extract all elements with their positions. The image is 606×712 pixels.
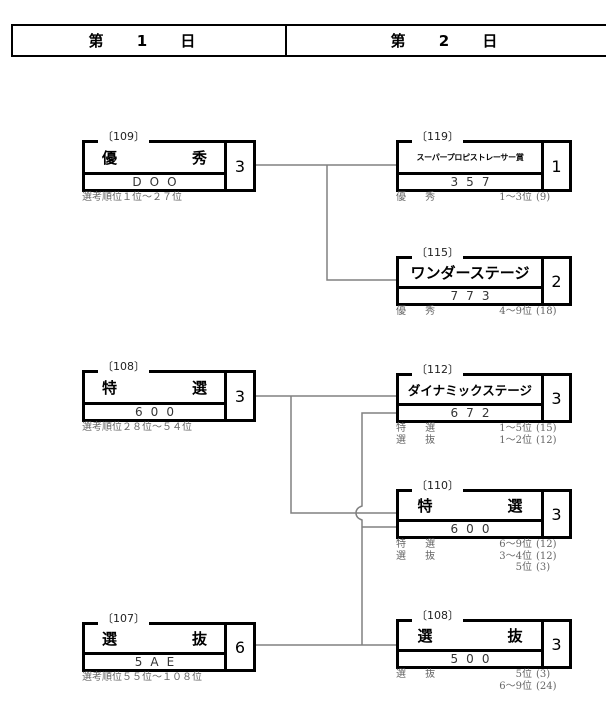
race-score: 3: [234, 386, 246, 406]
race-score: 6: [234, 637, 246, 657]
qualifier-row: 優 秀 1〜3位 (9): [396, 192, 572, 204]
qualifier-class: 優 秀: [396, 306, 444, 317]
race-score: 3: [551, 504, 562, 524]
qualifier-row: 特 選 1〜5位 (15): [396, 423, 572, 435]
race-score: 1: [551, 156, 562, 176]
qualifier-count: (15): [536, 423, 557, 434]
qualifier-class: [396, 562, 456, 574]
selection-note: 選考順位５５位〜１０８位: [82, 672, 202, 683]
race-code: 5AE: [85, 652, 224, 669]
race-code: DOO: [85, 172, 224, 189]
qualifier-count: (12): [536, 434, 557, 446]
qualifier-rank: 6〜9位: [499, 539, 532, 550]
race-name: 選 抜: [102, 630, 238, 648]
qualifier-notes: 特 選 1〜5位 (15) 選 抜 1〜2位 (12): [396, 423, 572, 446]
qualifier-notes: 優 秀 4〜9位 (18): [396, 306, 572, 318]
race-box: 選 抜 5AE 6: [82, 622, 256, 672]
race-name: ダイナミックステージ: [407, 383, 533, 398]
qualifier-row: 特 選 6〜9位 (12): [396, 539, 572, 551]
qualifier-rank: 1〜2位: [499, 434, 532, 446]
race-code: 773: [399, 286, 541, 303]
qualifier-row: 5位 (3): [396, 562, 572, 574]
qualifier-rank: 1〜3位: [499, 192, 532, 203]
race-name: 特 選: [417, 497, 553, 515]
race-box: ワンダーステージ 773 2: [396, 256, 572, 306]
race-number: 〔108〕: [98, 361, 149, 373]
connector-107-up: [355, 412, 396, 645]
qualifier-class: 選 抜: [396, 550, 444, 562]
race-name: 優 秀: [102, 149, 238, 167]
qualifier-rank: 5位: [515, 669, 532, 680]
race-code: 600: [85, 402, 224, 419]
qualifier-notes: 優 秀 1〜3位 (9): [396, 192, 572, 204]
qualifier-row: 選 抜 1〜2位 (12): [396, 435, 572, 447]
connector-109-115: [326, 165, 396, 281]
race-score: 2: [551, 271, 562, 291]
race-number: 〔109〕: [98, 131, 149, 143]
race-code: 672: [399, 403, 541, 420]
race-box: 特 選 600 3: [82, 370, 256, 422]
qualifier-count: (3): [536, 562, 551, 573]
qualifier-count: (12): [536, 550, 557, 562]
selection-note: 選考順位２８位〜５４位: [82, 422, 192, 433]
qualifier-class: 選 抜: [396, 669, 444, 680]
race-score: 3: [551, 388, 562, 408]
selection-note: 選考順位１位〜２７位: [82, 192, 182, 203]
qualifier-count: (9): [536, 192, 551, 203]
qualifier-count: (18): [536, 306, 557, 317]
day2-header: 第 2 日: [390, 32, 512, 50]
race-code: 357: [399, 172, 541, 189]
race-name: ワンダーステージ: [410, 264, 530, 282]
qualifier-rank: 4〜9位: [499, 306, 532, 317]
qualifier-class: 選 抜: [396, 434, 444, 446]
race-box: 特 選 600 3: [396, 489, 572, 539]
qualifier-notes: 特 選 6〜9位 (12) 選 抜 3〜4位 (12) 5位 (3): [396, 539, 572, 574]
qualifier-notes: 選 抜 5位 (3) 6〜9位 (24): [396, 669, 572, 692]
qualifier-class: [396, 681, 456, 693]
qualifier-rank: 1〜5位: [499, 423, 532, 434]
race-number: 〔115〕: [412, 247, 463, 259]
day1-header: 第 1 日: [13, 26, 287, 55]
qualifier-row: 6〜9位 (24): [396, 681, 572, 693]
day-header: 第 1 日 第 2 日: [11, 24, 606, 57]
race-score: 3: [551, 634, 562, 654]
race-code: 600: [399, 519, 541, 536]
qualifier-class: 特 選: [396, 539, 444, 550]
qualifier-count: (12): [536, 539, 557, 550]
qualifier-class: 特 選: [396, 423, 444, 434]
qualifier-row: 選 抜 5位 (3): [396, 669, 572, 681]
race-score: 3: [234, 156, 246, 176]
race-name: 選 抜: [417, 627, 553, 645]
race-name: 特 選: [102, 379, 238, 397]
race-number: 〔112〕: [412, 364, 463, 376]
race-box: ダイナミックステージ 672 3: [396, 373, 572, 423]
qualifier-rank: 6〜9位: [499, 680, 532, 692]
race-name: スーパープロピストレーサー賞: [416, 153, 524, 162]
qualifier-row: 選 抜 3〜4位 (12): [396, 551, 572, 563]
qualifier-class: 優 秀: [396, 192, 444, 203]
qualifier-row: 優 秀 4〜9位 (18): [396, 306, 572, 318]
race-box: スーパープロピストレーサー賞 357 1: [396, 140, 572, 192]
qualifier-rank: 3〜4位: [499, 550, 532, 562]
qualifier-count: (24): [536, 680, 557, 692]
race-box: 選 抜 500 3: [396, 619, 572, 669]
race-box: 優 秀 DOO 3: [82, 140, 256, 192]
qualifier-count: (3): [536, 669, 551, 680]
race-number: 〔108〕: [412, 610, 463, 622]
race-number: 〔110〕: [412, 480, 463, 492]
race-code: 500: [399, 649, 541, 666]
race-number: 〔119〕: [412, 131, 463, 143]
qualifier-rank: 5位: [515, 562, 532, 573]
connector-108-110: [290, 396, 396, 514]
race-number: 〔107〕: [98, 613, 149, 625]
